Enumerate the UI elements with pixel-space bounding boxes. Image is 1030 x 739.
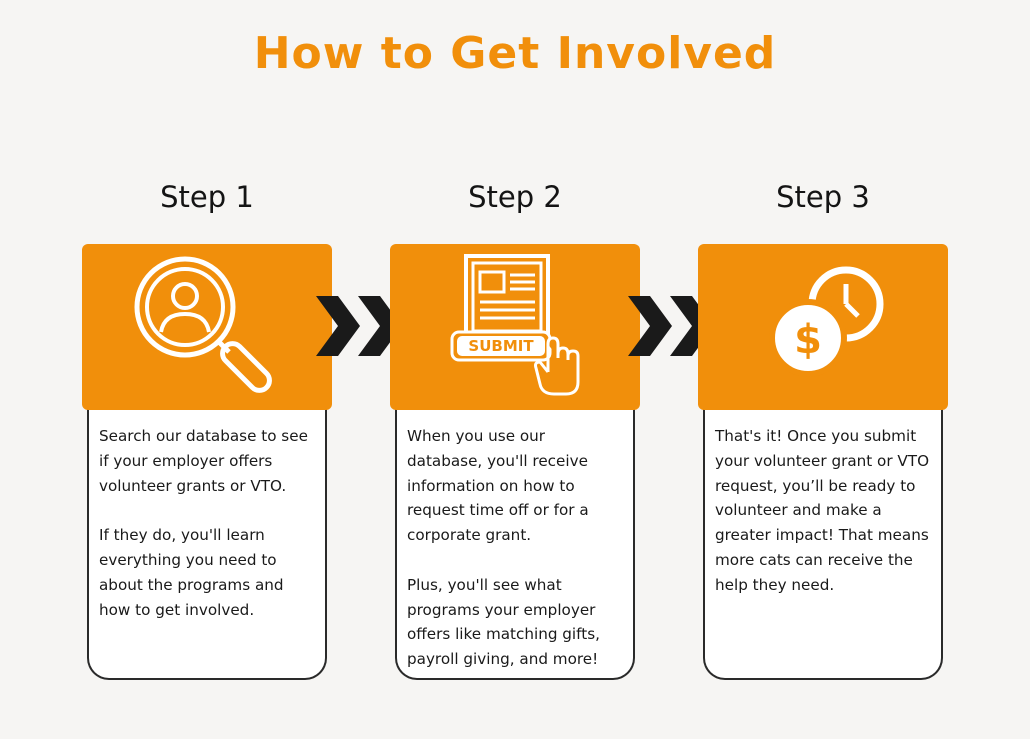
step-2-paragraph-1: When you use our database, you'll receiv… bbox=[407, 427, 589, 545]
step-3-icon-panel: $ bbox=[698, 244, 948, 410]
submit-label: SUBMIT bbox=[468, 337, 534, 355]
magnifier-person-icon bbox=[134, 256, 272, 393]
step-1-description: Search our database to see if your emplo… bbox=[87, 408, 327, 680]
submit-form-icon: SUBMIT bbox=[450, 254, 580, 396]
step-3-heading: Step 3 bbox=[776, 180, 870, 214]
step-1-paragraph-2: If they do, you'll learn everything you … bbox=[99, 526, 284, 619]
step-3-paragraph-1: That's it! Once you submit your voluntee… bbox=[715, 427, 930, 594]
dollar-clock-icon: $ bbox=[769, 266, 884, 377]
step-1-paragraph-1: Search our database to see if your emplo… bbox=[99, 427, 308, 495]
step-1-icon-panel bbox=[82, 244, 332, 410]
step-2-heading: Step 2 bbox=[468, 180, 562, 214]
step-1-heading: Step 1 bbox=[160, 180, 254, 214]
step-2-description: When you use our database, you'll receiv… bbox=[395, 408, 635, 680]
step-2-icon-panel: SUBMIT bbox=[390, 244, 640, 410]
step-2-paragraph-2: Plus, you'll see what programs your empl… bbox=[407, 575, 600, 669]
dollar-sign: $ bbox=[794, 317, 822, 363]
page-title: How to Get Involved bbox=[253, 28, 777, 79]
step-3-description: That's it! Once you submit your voluntee… bbox=[703, 408, 943, 680]
